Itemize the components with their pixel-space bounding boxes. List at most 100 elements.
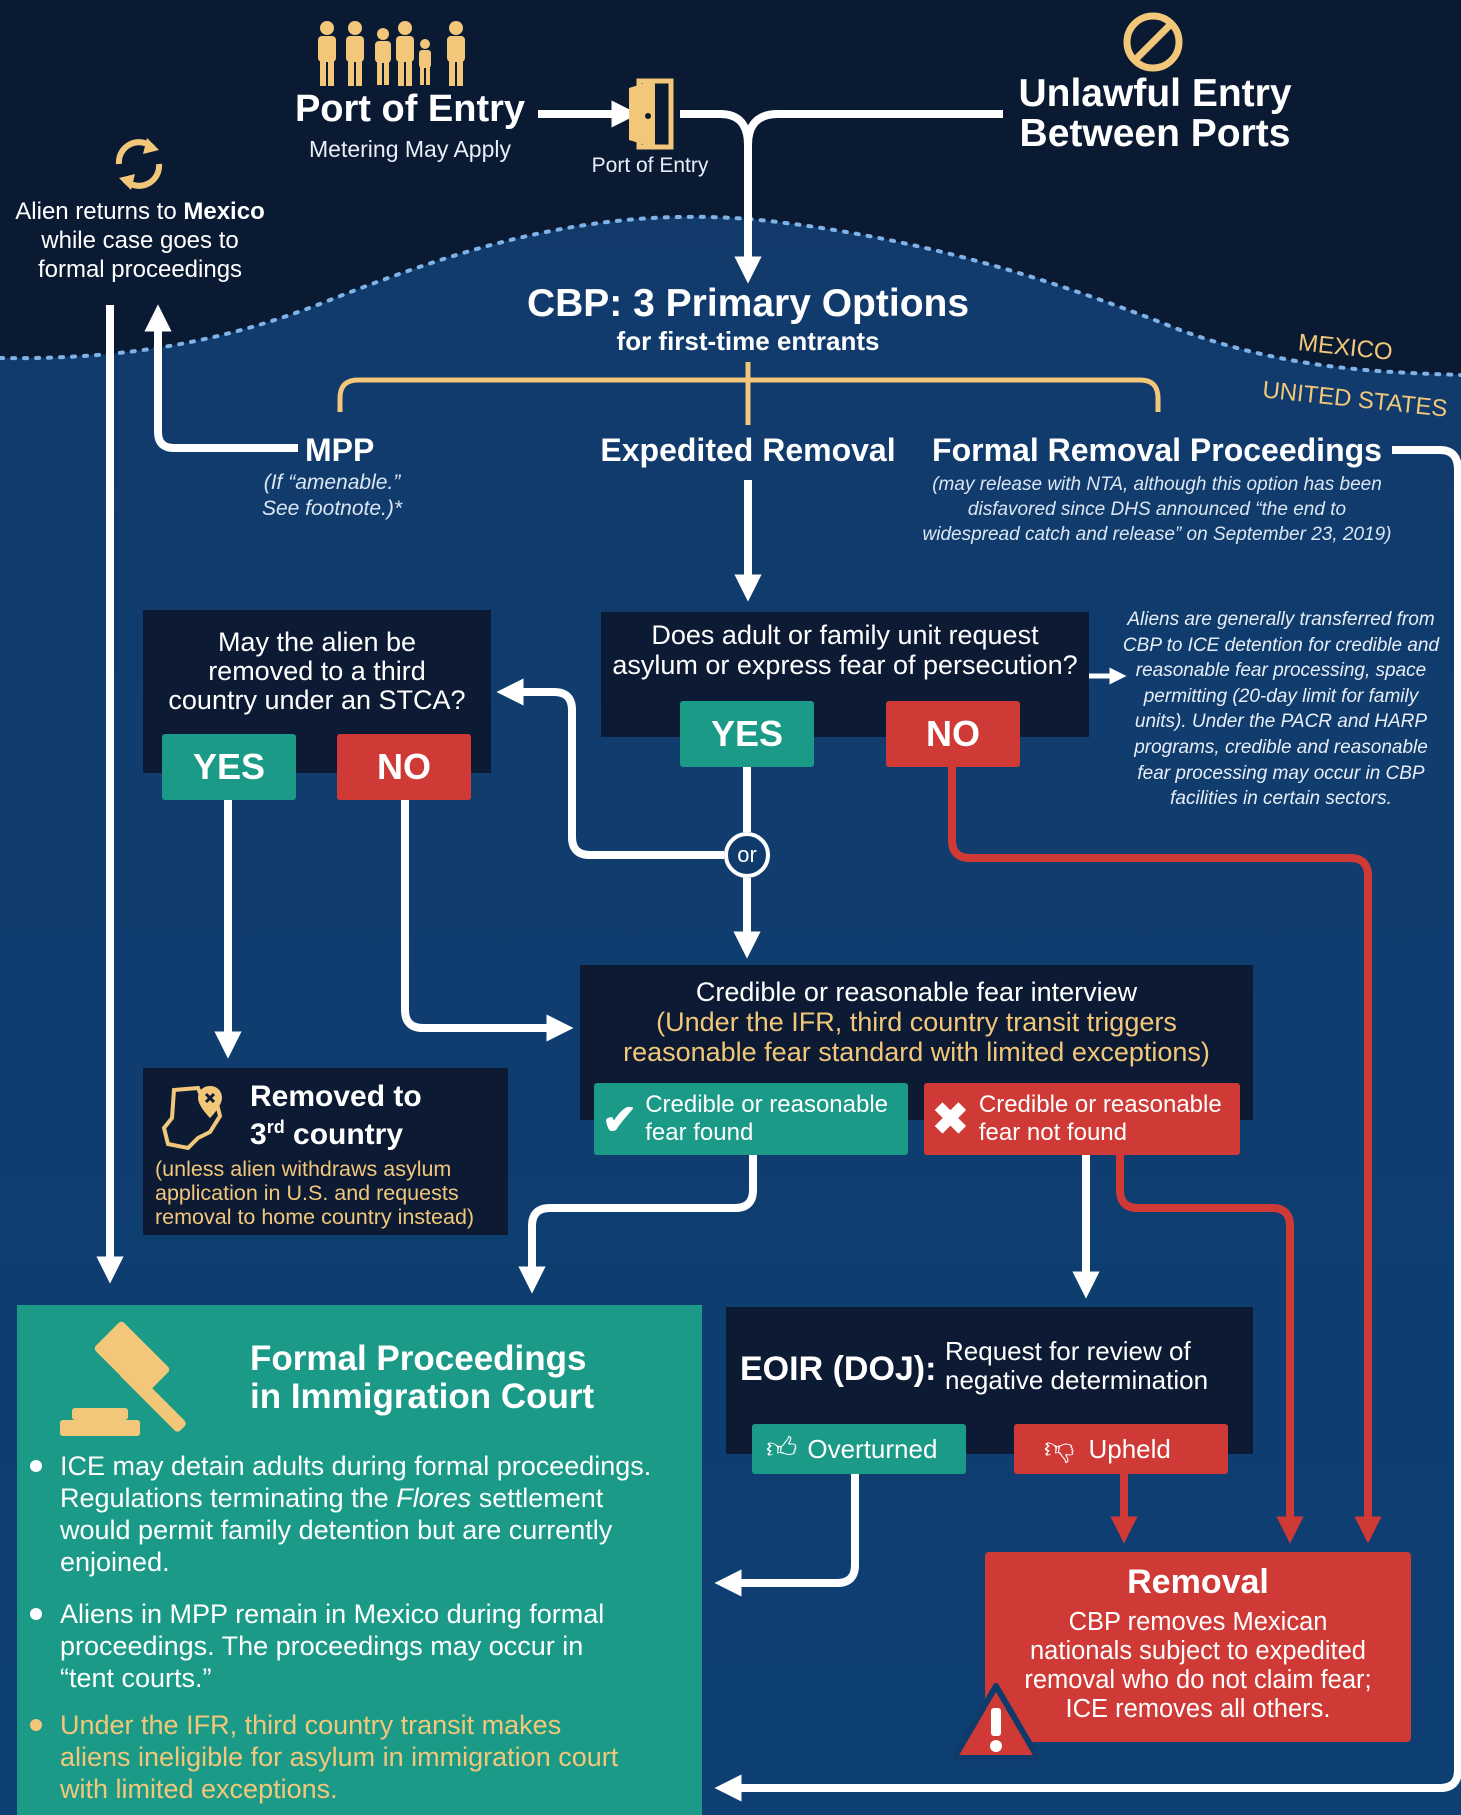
stca-line1: May the alien be — [217, 627, 417, 657]
gavel-icon — [60, 1321, 186, 1436]
court-title-line1: Formal Proceedings — [250, 1339, 587, 1378]
upheld-badge: 👎︎ Upheld — [1014, 1424, 1228, 1474]
option-mpp: MPP — [305, 432, 375, 468]
unlawful-entry-line2: Between Ports — [1019, 112, 1291, 155]
transfer-note-line: facilities in certain sectors. — [1170, 788, 1392, 810]
checkmark-icon: ✔ — [602, 1095, 638, 1143]
mexico-region — [0, 0, 1461, 375]
x-mark-icon: ✖ — [932, 1094, 969, 1144]
removal-box — [985, 1552, 1411, 1742]
unlawful-entry-line1: Unlawful Entry — [1018, 72, 1292, 115]
arrow-notfound-to-removal — [1116, 1155, 1304, 1544]
removal-line2: nationals subject to expedited — [1030, 1637, 1366, 1665]
stca-line2: removed to a third — [208, 656, 426, 686]
metering-note: Metering May Apply — [309, 136, 511, 162]
b3-line3: with limited exceptions. — [60, 1774, 338, 1804]
port-of-entry-door-label: Port of Entry — [591, 154, 709, 177]
third-country-title-line1: Removed to — [250, 1080, 422, 1113]
b2-line3: “tent courts.” — [60, 1663, 212, 1693]
arrow-found-to-court — [518, 1155, 757, 1294]
transfer-note-line: fear processing may occur in CBP — [1137, 762, 1425, 784]
asylum-line1: Does adult or family unit request — [651, 620, 1039, 650]
removal-title: Removal — [1127, 1563, 1269, 1601]
not-found-line1: Credible or reasonable — [978, 1091, 1222, 1118]
b1-line2b: settlement — [471, 1483, 604, 1513]
mpp-note: (If “amenable.” See footnote.)* — [232, 470, 432, 522]
arrow-formal-to-court — [714, 446, 1461, 1802]
removal-line4: ICE removes all others. — [1065, 1695, 1331, 1723]
arrow-no-fear-to-removal — [948, 765, 1382, 1544]
asylum-yes-badge: YES — [680, 701, 814, 767]
warning-icon — [951, 1683, 1041, 1761]
third-country-title-num: 3 — [250, 1118, 267, 1151]
formal-removal-note: (may release with NTA, although this opt… — [912, 472, 1402, 547]
transfer-note-line: Aliens are generally transferred from — [1127, 609, 1435, 630]
removal-line1: CBP removes Mexican — [1068, 1608, 1328, 1636]
mpp-note-line1: (If “amenable.” — [263, 471, 401, 494]
thumbs-up-icon: 👍︎ — [766, 1432, 798, 1465]
b3-line2: aliens ineligible for asylum in immigrat… — [60, 1742, 619, 1772]
third-country-title-line2: country — [284, 1118, 404, 1151]
b1-line3: would permit family detention but are cu… — [60, 1515, 613, 1545]
third-country-title-sup: rd — [266, 1117, 285, 1137]
stca-question: May the alien be removed to a third coun… — [143, 628, 491, 715]
formal-note-line2: disfavored since DHS announced “the end … — [967, 499, 1347, 520]
eoir-label: EOIR (DOJ): — [740, 1350, 937, 1388]
court-title-line2: in Immigration Court — [250, 1377, 595, 1416]
family-icon — [318, 21, 465, 86]
transfer-note: Aliens are generally transferred from CB… — [1118, 607, 1444, 812]
overturned-label: Overturned — [807, 1433, 938, 1464]
formal-note-line1: (may release with NTA, although this opt… — [932, 474, 1382, 495]
eoir-req-line1: Request for review of — [945, 1336, 1191, 1366]
stca-no-badge: NO — [337, 734, 471, 800]
found-line2: fear found — [645, 1119, 754, 1146]
overturned-badge: 👍︎ Overturned — [752, 1424, 966, 1474]
court-title: Formal Proceedings in Immigration Court — [250, 1340, 594, 1416]
mpp-note-line2: See footnote.)* — [261, 497, 403, 520]
or-connector: or — [724, 832, 770, 878]
found-line1: Credible or reasonable — [645, 1091, 889, 1118]
third-note-line1: (unless alien withdraws asylum — [155, 1157, 452, 1181]
third-country-note: (unless alien withdraws asylum applicati… — [155, 1157, 515, 1229]
alien-returns-note: Alien returns to Mexico while case goes … — [0, 197, 280, 284]
transfer-note-line: units). Under the PACR and HARP — [1134, 711, 1428, 733]
option-formal-removal: Formal Removal Proceedings — [932, 432, 1382, 468]
alien-returns-country: Mexico — [183, 198, 265, 225]
eoir-request: Request for review of negative determina… — [945, 1337, 1208, 1395]
cycle-icon — [115, 138, 163, 190]
asylum-line2: asylum or express fear of persecution? — [612, 650, 1078, 680]
alien-returns-text: Alien returns to — [15, 198, 184, 225]
prohibited-icon — [1123, 12, 1183, 72]
asylum-no-badge: NO — [886, 701, 1020, 767]
formal-note-line3: widespread catch and release” on Septemb… — [922, 524, 1392, 545]
b1-line1: ICE may detain adults during formal proc… — [60, 1451, 652, 1481]
third-note-line2: application in U.S. and requests — [155, 1181, 459, 1205]
door-icon — [629, 78, 674, 150]
transfer-note-line: permitting (20-day limit for family — [1143, 685, 1419, 707]
asylum-question: Does adult or family unit request asylum… — [601, 620, 1089, 680]
cbp-subtitle: for first-time entrants — [616, 326, 880, 356]
eoir-req-line2: negative determination — [945, 1365, 1209, 1395]
b3-line1: Under the IFR, third country transit mak… — [60, 1710, 562, 1740]
arrow-stca-no — [401, 800, 574, 1042]
alien-returns-line3: formal proceedings — [37, 256, 243, 283]
interview-line2: (Under the IFR, third country transit tr… — [656, 1007, 1177, 1037]
b2-line1: Aliens in MPP remain in Mexico during fo… — [60, 1599, 605, 1629]
stca-line3: country under an STCA? — [168, 685, 466, 715]
not-found-line2: fear not found — [978, 1119, 1127, 1146]
transfer-note-line: reasonable fear processing, space — [1135, 660, 1427, 682]
alien-returns-line2: while case goes to — [41, 227, 239, 254]
fear-interview-text: Credible or reasonable fear interview (U… — [580, 977, 1253, 1067]
third-note-line3: removal to home country instead) — [155, 1205, 475, 1229]
third-country-title: Removed to 3rd country — [250, 1082, 422, 1150]
b1-line4: enjoined. — [60, 1547, 170, 1577]
map-pin-icon — [161, 1085, 223, 1151]
arrow-or-to-stca — [496, 678, 724, 859]
transfer-note-line: programs, credible and reasonable — [1134, 736, 1428, 758]
stca-yes-badge: YES — [162, 734, 296, 800]
immigration-court-box — [17, 1305, 702, 1815]
arrow-mpp-to-mexico — [144, 304, 298, 452]
